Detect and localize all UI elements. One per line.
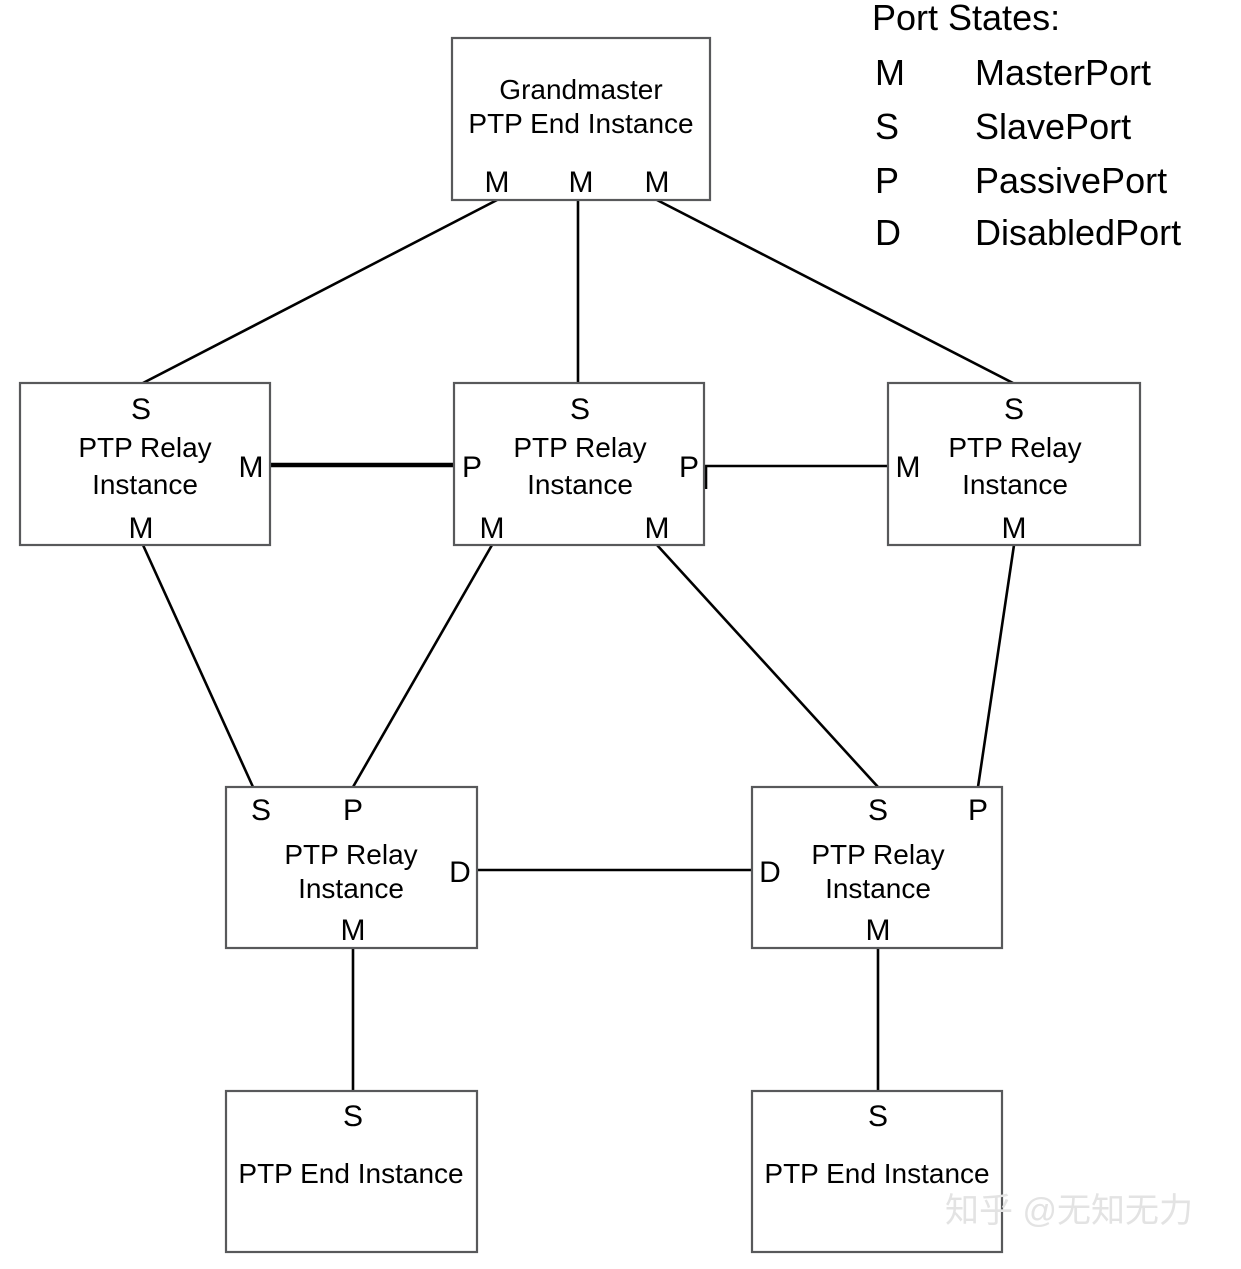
relay-bottom-right-port-d-left: D (759, 856, 781, 889)
legend-value-masterport: MasterPort (975, 52, 1151, 93)
grandmaster-port-m-left: M (485, 166, 510, 199)
relay-bottom-right-port-m-bottom: M (866, 914, 891, 947)
legend-value-passiveport: PassivePort (975, 160, 1167, 201)
relay-mid-label-line2: Instance (527, 469, 633, 500)
relay-right-label-line2: Instance (962, 469, 1068, 500)
grandmaster-port-m-mid: M (569, 166, 594, 199)
relay-bottom-right-port-s-top-mid: S (868, 794, 888, 827)
watermark: 知乎 @无知无力 (945, 1192, 1193, 1230)
legend: Port States: M MasterPort S SlavePort P … (872, 0, 1181, 253)
end-right-box[interactable] (750, 1089, 1004, 1254)
relay-bottom-left-port-s-top-left: S (251, 794, 271, 827)
relay-mid-port-m-bottom-right: M (645, 512, 670, 545)
grandmaster-label-line1: Grandmaster (499, 74, 662, 105)
relay-left-port-m-right: M (239, 451, 264, 484)
relay-bottom-left-port-p-top-mid: P (343, 794, 363, 827)
node-relay-right[interactable]: S PTP Relay Instance M M (886, 381, 1142, 547)
end-left-label-line1: PTP End Instance (238, 1158, 463, 1189)
node-grandmaster[interactable]: Grandmaster PTP End Instance M M M (450, 36, 712, 202)
end-left-box[interactable] (224, 1089, 479, 1254)
relay-left-label-line2: Instance (92, 469, 198, 500)
relay-mid-port-p-left: P (462, 451, 482, 484)
relay-mid-port-p-right: P (679, 451, 699, 484)
relay-right-port-m-left: M (896, 451, 921, 484)
legend-value-slaveport: SlavePort (975, 106, 1131, 147)
relay-bottom-left-box[interactable] (224, 785, 479, 950)
link-relay-left-to-bottom-left (141, 544, 255, 788)
relay-left-port-m-bottom: M (129, 512, 154, 545)
node-relay-left[interactable]: S PTP Relay Instance M M (18, 381, 272, 547)
relay-bottom-right-box[interactable] (750, 785, 1004, 950)
link-grandmaster-to-relay-right (656, 198, 1014, 385)
link-relay-mid-to-bottom-left (351, 544, 494, 788)
legend-title: Port States: (872, 0, 1060, 38)
link-relay-right-to-bottom-right (976, 544, 1016, 788)
grandmaster-label-line2: PTP End Instance (468, 108, 693, 139)
relay-bottom-right-label-line2: Instance (825, 873, 931, 904)
relay-left-box[interactable] (18, 381, 272, 547)
relay-left-label-line1: PTP Relay (78, 432, 211, 463)
relay-bottom-left-label-line2: Instance (298, 873, 404, 904)
node-relay-bottom-left[interactable]: S P PTP Relay Instance D M (224, 785, 479, 950)
relay-bottom-left-port-m-bottom: M (341, 914, 366, 947)
relay-bottom-left-port-d-right: D (449, 856, 471, 889)
node-relay-mid[interactable]: S PTP Relay Instance P P M M (452, 381, 706, 547)
node-end-right[interactable]: S PTP End Instance (750, 1089, 1004, 1254)
legend-key-m: M (875, 52, 905, 93)
node-end-left[interactable]: S PTP End Instance (224, 1089, 479, 1254)
end-right-label-line1: PTP End Instance (764, 1158, 989, 1189)
end-right-port-s-top: S (868, 1100, 888, 1133)
relay-mid-label-line1: PTP Relay (513, 432, 646, 463)
relay-bottom-right-label-line1: PTP Relay (811, 839, 944, 870)
legend-value-disabledport: DisabledPort (975, 212, 1181, 253)
node-relay-bottom-right[interactable]: S P D PTP Relay Instance M (750, 785, 1004, 950)
relay-right-label-line1: PTP Relay (948, 432, 1081, 463)
legend-key-s: S (875, 106, 899, 147)
relay-mid-port-m-bottom-left: M (480, 512, 505, 545)
relay-mid-port-s-top: S (570, 393, 590, 426)
relay-right-box[interactable] (886, 381, 1142, 547)
grandmaster-port-m-right: M (645, 166, 670, 199)
relay-right-port-s-top: S (1004, 393, 1024, 426)
end-left-port-s-top: S (343, 1100, 363, 1133)
relay-left-port-s-top: S (131, 393, 151, 426)
relay-right-port-m-bottom: M (1002, 512, 1027, 545)
relay-bottom-left-label-line1: PTP Relay (284, 839, 417, 870)
link-relay-mid-to-bottom-right (656, 544, 879, 788)
relay-mid-box[interactable] (452, 381, 706, 547)
link-layer (141, 198, 1016, 1091)
grandmaster-box[interactable] (450, 36, 712, 202)
legend-key-d: D (875, 212, 901, 253)
link-grandmaster-to-relay-left (142, 198, 498, 385)
legend-key-p: P (875, 160, 899, 201)
relay-bottom-right-port-p-top-right: P (968, 794, 988, 827)
